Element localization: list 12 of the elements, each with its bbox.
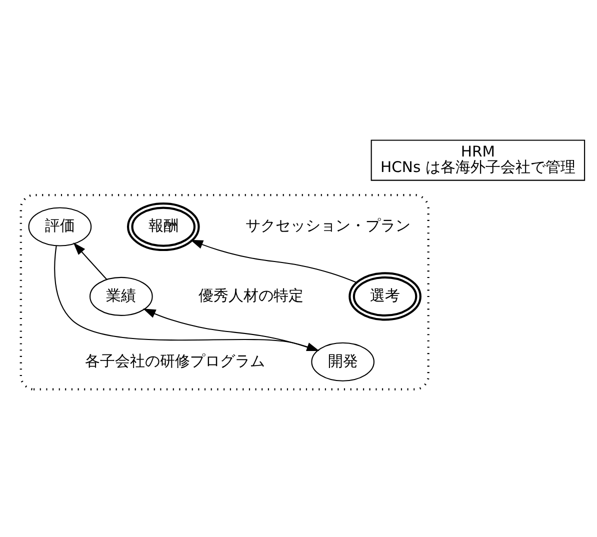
arrow	[190, 239, 357, 282]
cluster	[20, 194, 430, 390]
node-ellipse: 選考	[348, 272, 422, 320]
node-label: 優秀人材の特定	[198, 286, 304, 304]
node-ellipse: 評価	[28, 206, 92, 246]
node-ellipse: 開発	[311, 342, 374, 381]
node-label: 各子会社の研修プログラム	[85, 352, 265, 370]
arrow	[73, 242, 108, 280]
node-label: サクセッション・プラン	[246, 217, 411, 234]
node-ellipse: 業績	[90, 276, 153, 316]
node-box: HRM HCNs は各海外子会社で管理	[370, 139, 586, 180]
node-ellipse: 報酬	[126, 202, 200, 251]
